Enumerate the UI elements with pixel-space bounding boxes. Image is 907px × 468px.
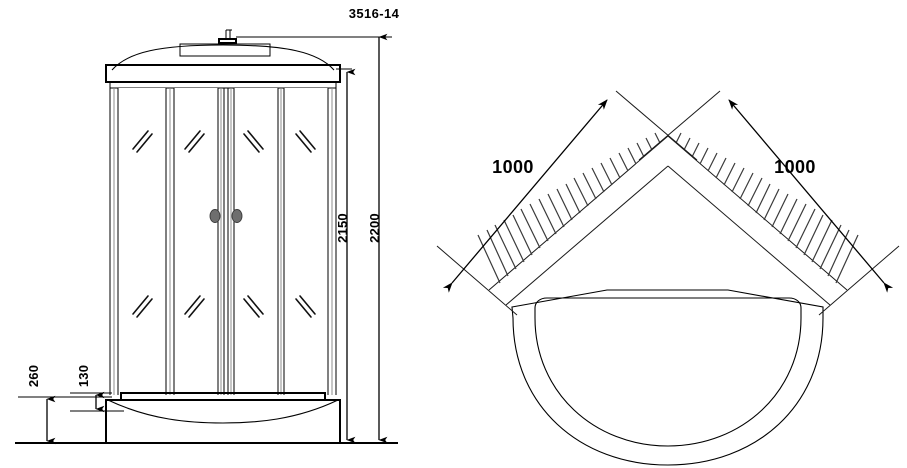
glass-shine-7 [243, 295, 264, 318]
wall-left-inner [505, 165, 669, 306]
dimension-label-1000-left: 1000 [492, 157, 534, 177]
dimension-line-right [728, 99, 894, 293]
elevation-dimension-130: 130 [70, 365, 124, 413]
tray-inner-basin [534, 297, 802, 447]
dimension-label-2200: 2200 [367, 213, 382, 243]
ext-line-right-bottom [818, 245, 900, 316]
wall-left-hatching [477, 132, 661, 284]
elevation-dimension-260: 260 [18, 365, 112, 445]
cabin-frame [109, 88, 337, 395]
glass-shine-3 [243, 130, 264, 153]
roof-assembly [111, 29, 335, 71]
glass-shine-1 [132, 130, 153, 153]
cabin-roof-bar [105, 64, 341, 89]
plan-dimension-left: 1000 [436, 90, 698, 316]
ext-line-left-bottom [436, 245, 518, 316]
wall-right-hatching [675, 132, 859, 284]
handle-right[interactable] [231, 209, 243, 223]
door-panel-right [280, 88, 329, 395]
dimension-label-1000-right: 1000 [774, 157, 816, 177]
shower-tray-base [105, 392, 341, 444]
glass-panels [117, 88, 329, 395]
glass-shine-4 [295, 130, 316, 153]
dimension-label-260: 260 [26, 365, 41, 387]
dimension-label-2150: 2150 [335, 213, 350, 243]
drawing-title: 3516-14 [349, 6, 400, 21]
quarter-round-tray [511, 289, 824, 466]
glass-shine-8 [295, 295, 316, 318]
tray-outer-edge [511, 289, 824, 466]
glass-panel-1 [117, 88, 171, 395]
dimension-label-130: 130 [76, 365, 91, 387]
ext-line-right-top [638, 90, 721, 161]
wall-right-inner [667, 165, 831, 306]
elevation-dimension-2200: 2200 [236, 33, 392, 444]
shower-cabin-front-elevation: 2150 2200 260 130 [15, 29, 398, 445]
plan-dimension-right: 1000 [638, 90, 900, 316]
handle-left[interactable] [209, 209, 221, 223]
glass-panel-2 [173, 88, 219, 395]
ext-line-left-top [615, 90, 698, 161]
glass-shine-2 [184, 130, 205, 153]
glass-shine-6 [184, 295, 205, 318]
shower-tray-plan: 1000 1000 [436, 90, 900, 466]
wall-right-outer [667, 135, 848, 291]
door-panel-left [233, 88, 279, 395]
glass-shine-5 [132, 295, 153, 318]
dimension-line-left [442, 99, 608, 293]
door-handles[interactable] [209, 209, 243, 223]
elevation-dimension-2150: 2150 [335, 68, 356, 444]
